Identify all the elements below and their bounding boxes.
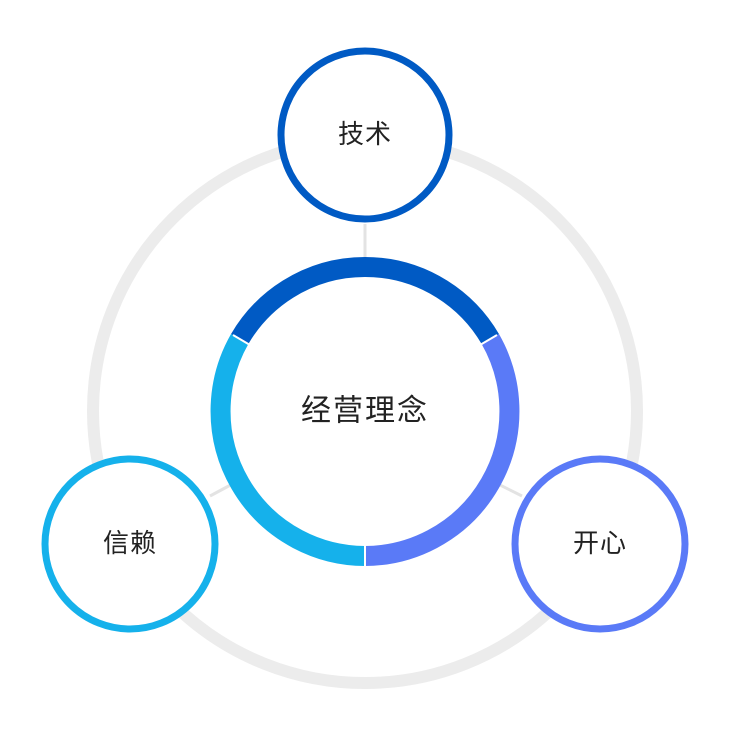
center-ring-arc-top xyxy=(231,257,499,345)
node-happy: 开心 xyxy=(511,455,689,633)
node-happy-label: 开心 xyxy=(573,529,627,559)
center-ring-arc-right xyxy=(364,334,520,566)
node-technology-label: 技术 xyxy=(338,120,392,150)
node-technology-circle xyxy=(277,47,453,223)
center-ring-arc-left xyxy=(210,334,366,566)
center-ring xyxy=(210,257,520,568)
center-label: 经营理念 xyxy=(301,394,429,429)
node-trust: 信赖 xyxy=(41,455,219,633)
node-trust-label: 信赖 xyxy=(103,529,157,559)
node-technology: 技术 xyxy=(277,47,453,223)
node-happy-circle xyxy=(511,455,689,633)
node-trust-circle xyxy=(41,455,219,633)
